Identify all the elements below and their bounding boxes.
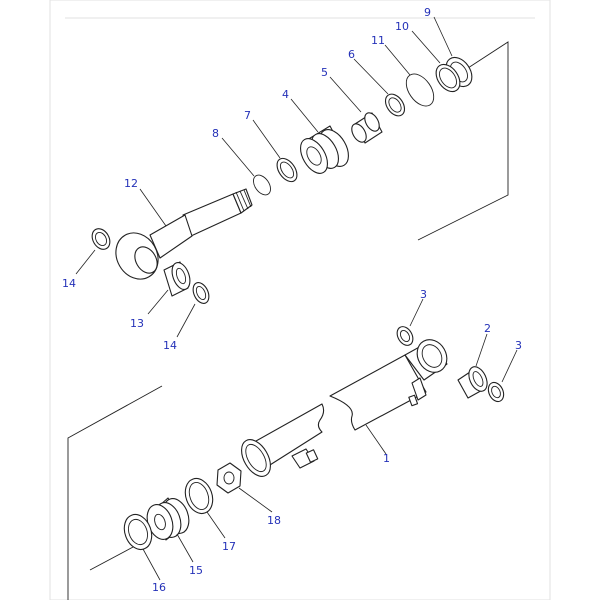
part-15-piston (146, 497, 190, 541)
callout-9: 9 (424, 6, 431, 19)
part-16-ring (123, 513, 153, 551)
callout-13: 13 (130, 317, 144, 330)
callout-6: 6 (348, 48, 355, 61)
callout-10: 10 (395, 20, 409, 33)
part-8-snap-ring (253, 174, 271, 196)
callout-2: 2 (484, 322, 491, 335)
callout-labels: 9 10 11 6 5 4 7 8 12 14 13 14 3 2 3 1 18… (62, 6, 522, 594)
callout-15: 15 (189, 564, 203, 577)
upper-outline-lines (417, 41, 509, 241)
part-12-piston-rod (115, 188, 253, 280)
callout-3-right: 3 (515, 339, 522, 352)
part-11-o-ring (405, 73, 435, 107)
part-1-cylinder-tube (241, 339, 448, 477)
callout-11: 11 (371, 34, 385, 47)
part-2-bushing (457, 366, 488, 399)
callout-17: 17 (222, 540, 236, 553)
callout-16: 16 (152, 581, 166, 594)
callout-1: 1 (383, 452, 390, 465)
part-4-cylinder-head (299, 125, 349, 174)
callout-14-left: 14 (62, 277, 76, 290)
part-5-bushing (351, 112, 383, 144)
part-3-seal-right (487, 381, 505, 403)
part-17-wear-ring (184, 477, 214, 515)
callout-12: 12 (124, 177, 138, 190)
upper-assembly-group (91, 41, 509, 304)
leader-lines (75, 16, 518, 581)
part-7-ring (276, 157, 298, 183)
callout-5: 5 (321, 66, 328, 79)
part-3-seal-upper (396, 326, 414, 346)
lower-assembly-group (67, 326, 505, 600)
callout-7: 7 (244, 109, 251, 122)
callout-18: 18 (267, 514, 281, 527)
callout-8: 8 (212, 127, 219, 140)
part-14-seal-left (91, 228, 111, 250)
part-18-nut (216, 462, 242, 494)
part-10-ring (435, 63, 461, 93)
callout-14-right: 14 (163, 339, 177, 352)
part-13-bushing (163, 261, 191, 297)
part-14-seal-right (192, 282, 210, 304)
lower-outline-lines (67, 385, 163, 600)
callout-3-upper: 3 (420, 288, 427, 301)
page-frame (49, 0, 551, 600)
part-6-backup-ring (384, 93, 406, 117)
callout-4: 4 (282, 88, 289, 101)
